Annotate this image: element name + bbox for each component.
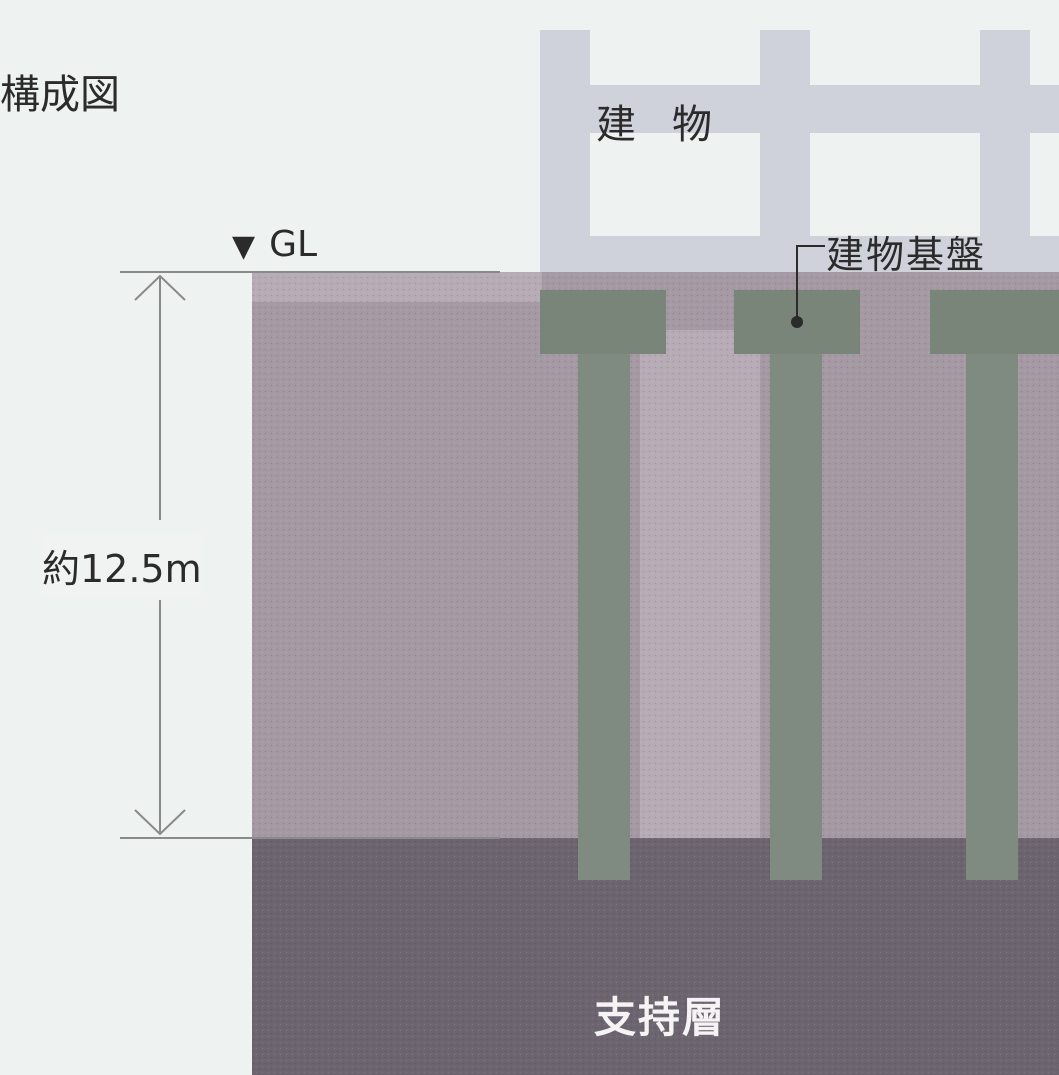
pile-1 [540,290,666,880]
foundation-label: 建物基盤 [826,233,987,277]
depth-dimension-arrow [134,274,186,836]
depth-label: 約12.5m [42,534,202,597]
triangle-marker-icon: ▼ [232,229,256,264]
bearing-layer-label: 支持層 [594,993,727,1042]
ground-level-label: ▼ GL [232,224,317,265]
upper-soil-layer [252,272,1059,840]
building-label: 建物 [596,102,748,148]
pile-3 [930,290,1059,880]
foundation-leader [791,245,825,328]
diagram-title: 構成図 [0,72,120,118]
bearing-layer [252,838,1059,1075]
pile-2 [734,290,860,880]
ground-level-text: GL [269,224,318,265]
